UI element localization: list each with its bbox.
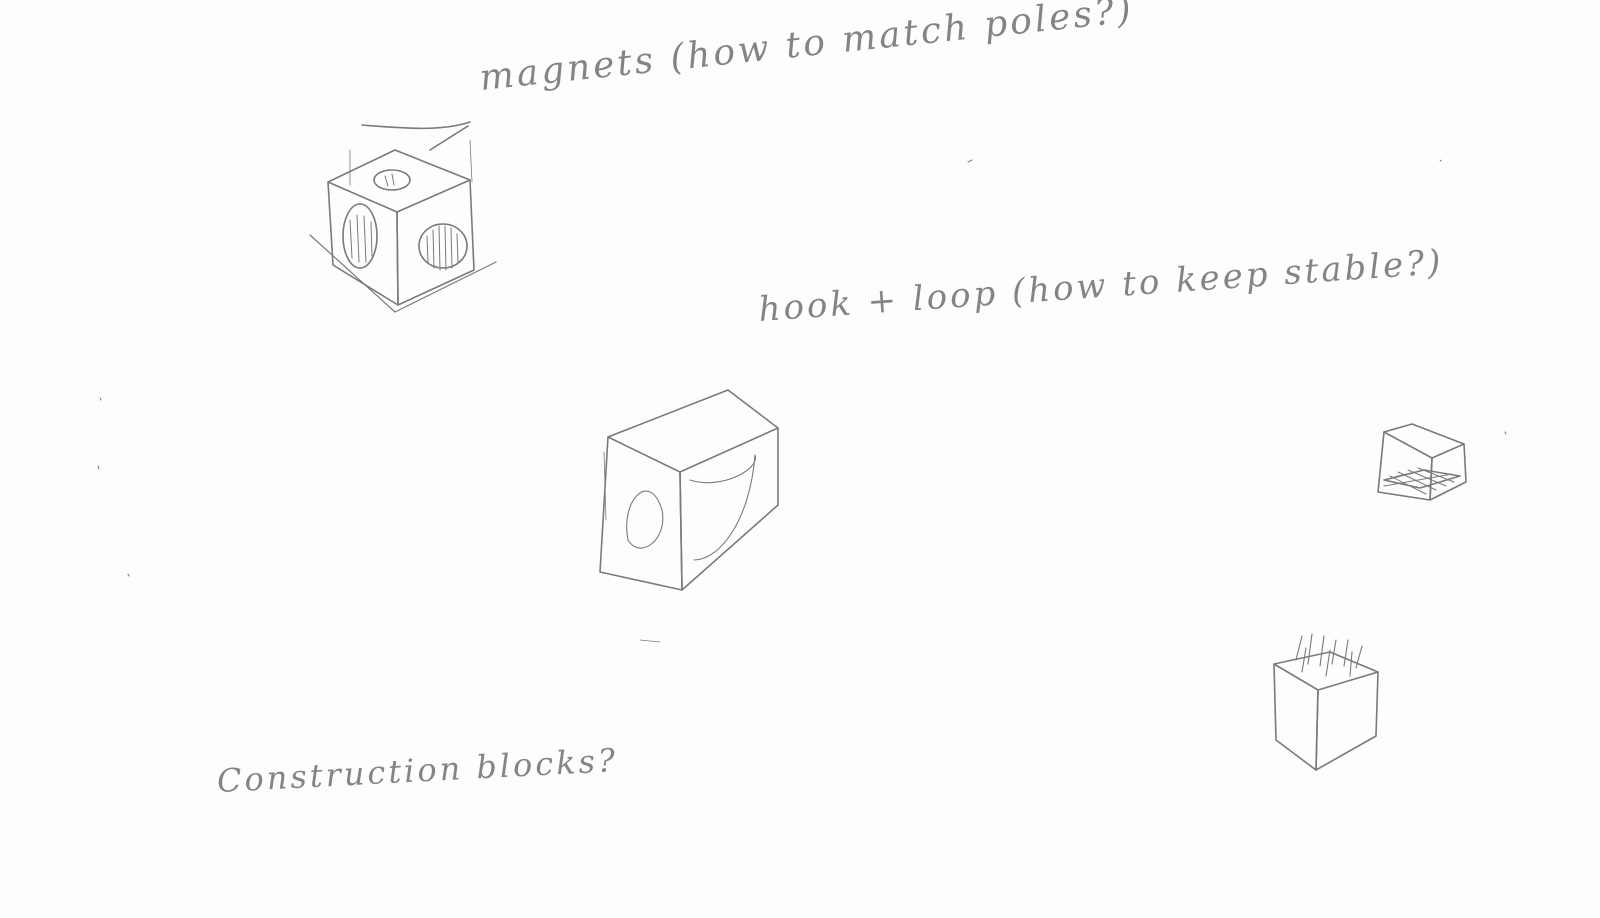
spiked-cube-drawing xyxy=(1273,633,1379,771)
hatched-cube-drawing xyxy=(1377,423,1467,501)
hook-loop-cube-drawing xyxy=(599,389,779,643)
magnet-cube-drawing xyxy=(309,121,497,313)
pencil-specks xyxy=(97,159,1507,577)
